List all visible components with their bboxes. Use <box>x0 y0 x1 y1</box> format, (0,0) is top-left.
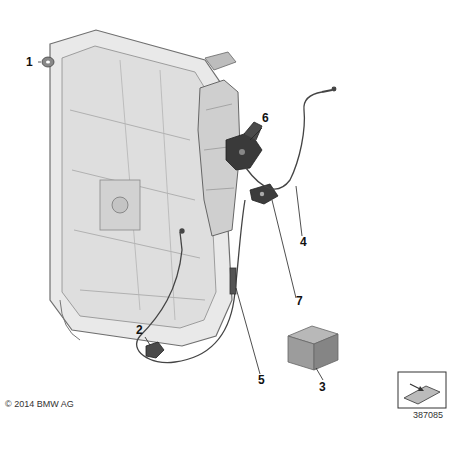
callout-number: 2 <box>136 324 143 336</box>
bowden-cable <box>246 87 336 189</box>
latch-bracket <box>250 184 278 204</box>
release-lever <box>226 122 262 170</box>
view-icon <box>398 372 446 408</box>
callout-number: 3 <box>319 381 326 393</box>
bowden-cable <box>137 200 245 363</box>
cable-clip <box>146 342 164 358</box>
parts-kit-box <box>288 326 338 370</box>
callout-number: 5 <box>258 374 265 386</box>
callout-number: 4 <box>300 236 307 248</box>
callout-number: 1 <box>26 56 33 68</box>
copyright-note: © 2014 BMW AG <box>5 400 74 409</box>
callout-number: 7 <box>296 295 303 307</box>
drawing-number: 387085 <box>413 411 443 420</box>
leader-line <box>145 128 323 380</box>
callout-number: 6 <box>262 112 269 124</box>
washer <box>38 57 54 67</box>
